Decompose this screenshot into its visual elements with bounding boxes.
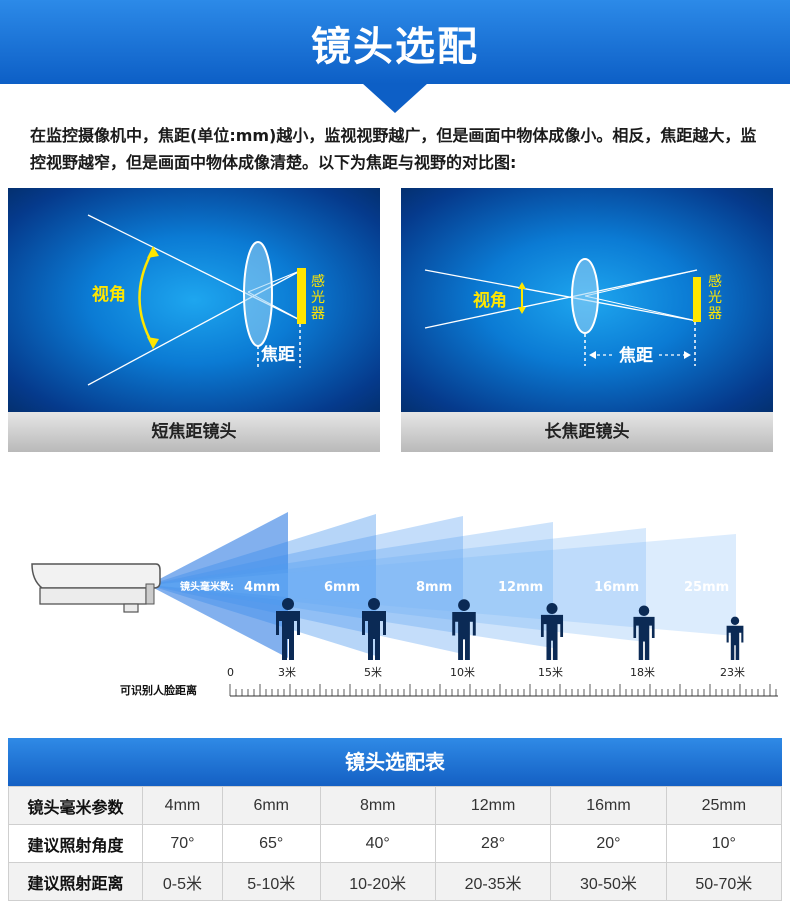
page-title: 镜头选配	[311, 24, 479, 70]
beam-6mm	[148, 514, 376, 656]
distance-label-0: 0	[227, 666, 234, 679]
table-row: 建议照射角度 70° 65° 40° 28° 20° 10°	[8, 824, 783, 863]
table-cell: 5-10米	[221, 862, 321, 901]
sensor-label-3: 器	[311, 306, 325, 322]
table-cell: 40°	[319, 824, 436, 863]
lens-label-8mm: 8mm	[416, 580, 452, 595]
ray-top	[424, 269, 698, 322]
ray-bottom	[424, 269, 698, 329]
person-icon	[276, 598, 300, 660]
short-focal-panel: 视角 焦距 感 光 器 短焦距镜头	[8, 188, 380, 452]
header-arrow	[362, 83, 428, 113]
ruler-label: 可识别人脸距离	[120, 683, 197, 697]
people-group	[276, 598, 744, 660]
lens-selection-table: 镜头选配表 镜头毫米参数 4mm 6mm 8mm 12mm 16mm 25mm …	[8, 738, 783, 901]
row-header: 建议照射距离	[8, 862, 143, 901]
focal-label: 焦距	[260, 344, 295, 365]
row-header: 镜头毫米参数	[8, 786, 143, 825]
person-icon	[452, 599, 476, 660]
lens-label-12mm: 12mm	[498, 580, 543, 595]
table-cell: 20-35米	[434, 862, 552, 901]
long-focal-caption: 长焦距镜头	[401, 412, 773, 452]
lens-label-6mm: 6mm	[324, 580, 360, 595]
short-focal-caption: 短焦距镜头	[8, 412, 380, 452]
sensor-icon	[693, 277, 701, 322]
sensor-label-1: 感	[311, 273, 325, 290]
table-cell: 25mm	[665, 786, 783, 825]
person-icon	[540, 602, 564, 660]
fov-diagram: 镜头毫米数: 4mm 6mm 8mm 12mm 16mm 25mm 0 3米 5…	[28, 500, 788, 710]
lens-icon	[243, 241, 273, 347]
lens-icon	[571, 258, 599, 334]
angle-label: 视角	[92, 284, 126, 305]
table-cell: 12mm	[434, 786, 552, 825]
fov-svg: 镜头毫米数: 4mm 6mm 8mm 12mm 16mm 25mm 0 3米 5…	[31, 512, 778, 697]
sensor-label-1: 感	[708, 273, 722, 290]
camera-icon	[31, 563, 161, 613]
long-focal-diagram: 视角 焦距 感 光 器	[401, 188, 773, 412]
table-cell: 6mm	[221, 786, 321, 825]
person-icon	[726, 616, 744, 660]
distance-label-10: 10米	[450, 666, 475, 679]
table-cell: 30-50米	[550, 862, 667, 901]
header-banner: 镜头选配	[0, 0, 790, 84]
sensor-label-2: 光	[708, 290, 722, 306]
long-focal-panel: 视角 焦距 感 光 器 长焦距镜头	[401, 188, 773, 452]
distance-label-18: 18米	[630, 666, 655, 679]
lens-label-4mm: 4mm	[244, 580, 280, 595]
table-cell: 50-70米	[665, 862, 783, 901]
sensor-label-2: 光	[311, 290, 325, 306]
sensor-icon	[297, 268, 306, 324]
angle-label: 视角	[473, 290, 507, 311]
table-cell: 65°	[221, 824, 321, 863]
beam-4mm	[148, 512, 288, 658]
row-header: 建议照射角度	[8, 824, 143, 863]
short-focal-svg: 视角 焦距 感 光 器	[87, 214, 325, 386]
distance-label-5: 5米	[364, 666, 382, 679]
person-icon	[362, 598, 386, 660]
arc-arrow-bottom	[147, 337, 159, 349]
intro-text: 在监控摄像机中，焦距(单位:mm)越小，监视视野越广，但是画面中物体成像小。相反…	[30, 126, 757, 172]
beam-16mm	[148, 528, 646, 642]
distance-ruler	[229, 684, 778, 697]
angle-arc	[138, 249, 155, 346]
lens-label-16mm: 16mm	[594, 580, 639, 595]
long-focal-svg: 视角 焦距 感 光 器	[424, 258, 722, 366]
table-cell: 10°	[665, 824, 783, 863]
sensor-label-3: 器	[708, 306, 722, 322]
table-body: 镜头毫米参数 4mm 6mm 8mm 12mm 16mm 25mm 建议照射角度…	[8, 786, 783, 901]
lens-prefix-label: 镜头毫米数:	[180, 580, 234, 593]
table-title: 镜头选配表	[8, 738, 782, 786]
focal-label: 焦距	[618, 345, 653, 366]
table-cell: 10-20米	[319, 862, 436, 901]
lens-label-25mm: 25mm	[684, 580, 729, 595]
person-icon	[633, 605, 655, 660]
distance-label-15: 15米	[538, 666, 563, 679]
distance-label-23: 23米	[720, 666, 745, 679]
short-focal-diagram: 视角 焦距 感 光 器	[8, 188, 380, 412]
beam-25mm	[148, 534, 736, 636]
arc-arrow-top	[147, 246, 159, 258]
table-row: 镜头毫米参数 4mm 6mm 8mm 12mm 16mm 25mm	[8, 786, 783, 825]
table-cell: 70°	[142, 824, 223, 863]
distance-label-3: 3米	[278, 666, 296, 679]
table-cell: 4mm	[142, 786, 223, 825]
table-cell: 20°	[550, 824, 667, 863]
beam-12mm	[148, 522, 553, 648]
table-cell: 16mm	[550, 786, 667, 825]
table-cell: 0-5米	[142, 862, 223, 901]
table-row: 建议照射距离 0-5米 5-10米 10-20米 20-35米 30-50米 5…	[8, 862, 783, 901]
table-cell: 8mm	[319, 786, 436, 825]
table-cell: 28°	[434, 824, 552, 863]
